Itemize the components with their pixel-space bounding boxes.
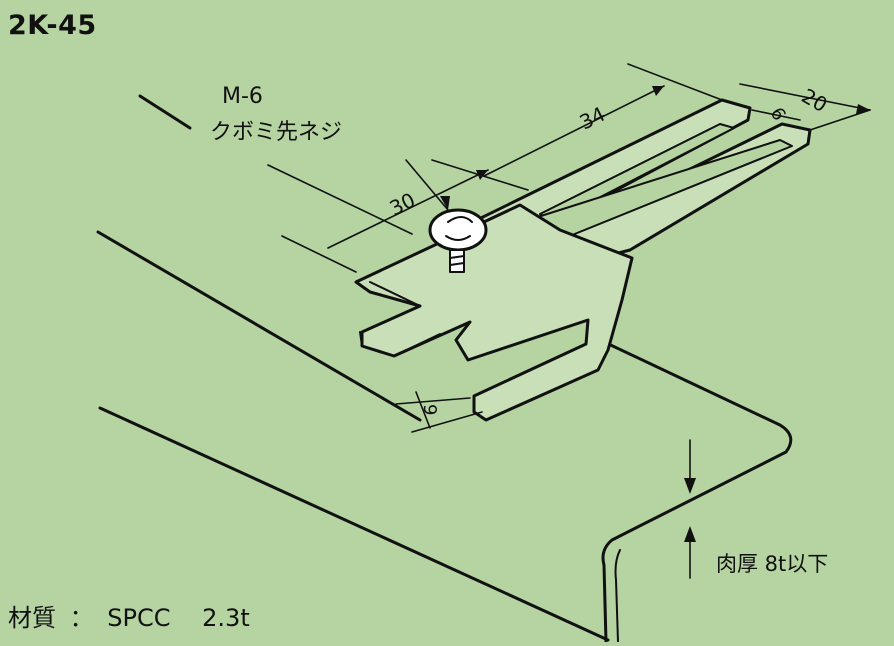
screw-thread: [449, 249, 465, 273]
material-label: 材質: [8, 604, 56, 632]
dim-9-line: [415, 391, 431, 429]
clamp-body: [354, 203, 634, 422]
panel-thickness-label: 肉厚 8t以下: [716, 552, 829, 576]
bracket: [354, 98, 812, 422]
panel-back-line: [138, 94, 192, 130]
clamp-jaw-edge: [359, 331, 441, 357]
model-number: 2K-45: [8, 10, 97, 41]
dim-6-label: 6: [766, 104, 790, 124]
material-thickness: 2.3t: [202, 604, 250, 632]
panel-right-edge: [598, 338, 793, 644]
material-separator: ：: [69, 604, 94, 632]
screw-head-icon: [428, 208, 488, 252]
panel: [96, 94, 793, 644]
dim-30-label: 30: [386, 188, 419, 221]
dim-9-label: 9: [419, 404, 440, 415]
screw-slot: [445, 216, 473, 241]
material-value: SPCC: [107, 604, 171, 632]
clamp-fold: [369, 281, 421, 307]
dim-6-line: [751, 109, 801, 121]
screw-type-label: クボミ先ネジ: [210, 120, 343, 145]
dim-20-line: [739, 83, 871, 111]
dim-34-label: 34: [576, 102, 609, 135]
dim-9-ext: [395, 397, 471, 405]
panel-inner-edge: [614, 549, 621, 643]
screw-size-label: M-6: [222, 84, 263, 109]
panel-top-back-edge: [96, 230, 422, 422]
dim-30-line: [327, 169, 489, 249]
dim-20-label: 20: [798, 84, 832, 118]
panel-top-front-edge: [98, 406, 610, 642]
screw-leader: [405, 159, 449, 211]
dim-34-line: [483, 85, 665, 177]
screw: [428, 208, 488, 273]
screw-label-leader: [267, 164, 413, 235]
material-spec: 材質 ： SPCC 2.3t: [8, 598, 250, 633]
arrowheads: [440, 86, 870, 542]
